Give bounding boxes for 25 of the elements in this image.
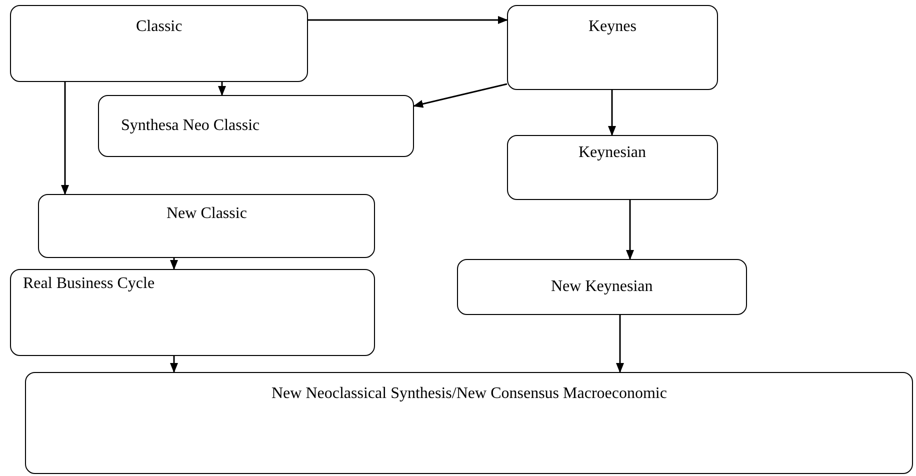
process-box bbox=[507, 135, 718, 200]
arrow bbox=[616, 315, 624, 373]
process-box bbox=[10, 5, 308, 82]
process-box bbox=[457, 259, 747, 315]
process-box bbox=[98, 95, 414, 157]
process-box bbox=[507, 5, 718, 90]
arrow bbox=[413, 83, 508, 108]
node-label: Real Business Cycle bbox=[23, 275, 155, 293]
node-label: Keynes bbox=[588, 18, 636, 36]
arrow bbox=[170, 356, 178, 373]
node-label: New Neoclassical Synthesis/New Consensus Macroeconomic bbox=[272, 385, 667, 403]
arrow bbox=[61, 82, 69, 195]
node-label: Synthesa Neo Classic bbox=[121, 117, 260, 135]
node-label: Classic bbox=[136, 18, 182, 36]
node-label: New Classic bbox=[166, 205, 247, 223]
process-box bbox=[10, 269, 375, 356]
arrow bbox=[308, 16, 508, 24]
arrow bbox=[626, 200, 634, 260]
node-label: New Keynesian bbox=[551, 278, 653, 296]
process-box bbox=[38, 194, 375, 258]
arrow bbox=[218, 82, 226, 96]
node-label: Keynesian bbox=[578, 144, 646, 162]
arrow bbox=[170, 258, 178, 270]
process-box bbox=[25, 372, 913, 474]
arrow bbox=[608, 90, 616, 136]
